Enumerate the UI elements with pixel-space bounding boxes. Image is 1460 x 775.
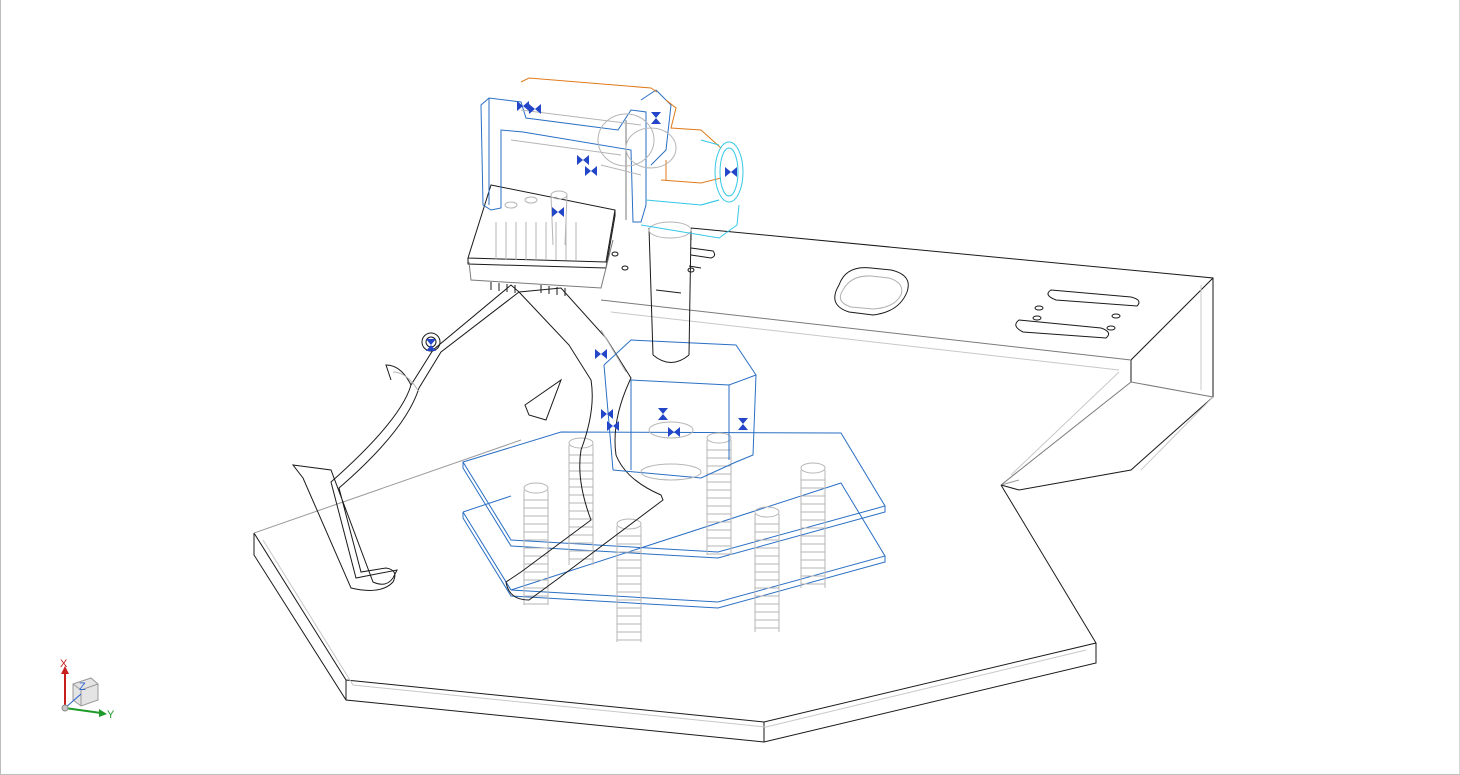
mate-icon (517, 101, 529, 111)
mate-icon (426, 339, 436, 351)
mate-icon (601, 409, 613, 419)
mate-icon (668, 427, 680, 437)
spring-4 (706, 432, 732, 555)
upper-plate[interactable] (600, 227, 1214, 491)
circuit-board[interactable] (467, 184, 616, 296)
spring-standoffs (523, 432, 826, 642)
spring-6 (800, 462, 826, 588)
orientation-triad[interactable]: X Y Z (60, 658, 115, 721)
base-plate[interactable] (253, 439, 1097, 743)
spring-1 (523, 482, 549, 605)
x-axis-arrow (61, 666, 69, 674)
hex-plate-top[interactable] (462, 431, 886, 559)
upper-bracket[interactable] (480, 89, 672, 223)
y-axis-line (64, 707, 102, 714)
mate-icon (595, 349, 607, 359)
spring-2 (568, 437, 594, 565)
claw-arm[interactable] (291, 284, 520, 591)
bracket-internals (510, 109, 677, 176)
lower-link[interactable] (505, 287, 664, 601)
mate-icon (607, 421, 619, 431)
triad-origin (61, 704, 69, 712)
y-axis-arrow (99, 709, 107, 717)
lower-servo-block[interactable] (603, 339, 757, 481)
spring-3 (616, 518, 642, 642)
hex-plate-bottom[interactable] (462, 482, 886, 609)
mate-icon (585, 166, 597, 176)
mate-icon (738, 418, 748, 430)
mate-icon (577, 155, 589, 165)
x-axis-label: X (60, 658, 68, 670)
triad-cube (72, 677, 99, 707)
spring-5 (754, 506, 780, 632)
mate-icon (552, 207, 564, 217)
z-axis-label: Z (79, 681, 86, 693)
top-servo[interactable] (520, 77, 722, 184)
mate-icon (658, 408, 668, 420)
z-axis-line (64, 693, 82, 709)
mate-icon (651, 112, 661, 124)
cyan-horn[interactable] (640, 139, 744, 239)
mate-icon (725, 167, 737, 177)
y-axis-label: Y (107, 709, 115, 721)
mate-icons[interactable] (426, 101, 748, 437)
mate-icon (529, 104, 541, 114)
vertical-shaft[interactable] (648, 221, 692, 363)
